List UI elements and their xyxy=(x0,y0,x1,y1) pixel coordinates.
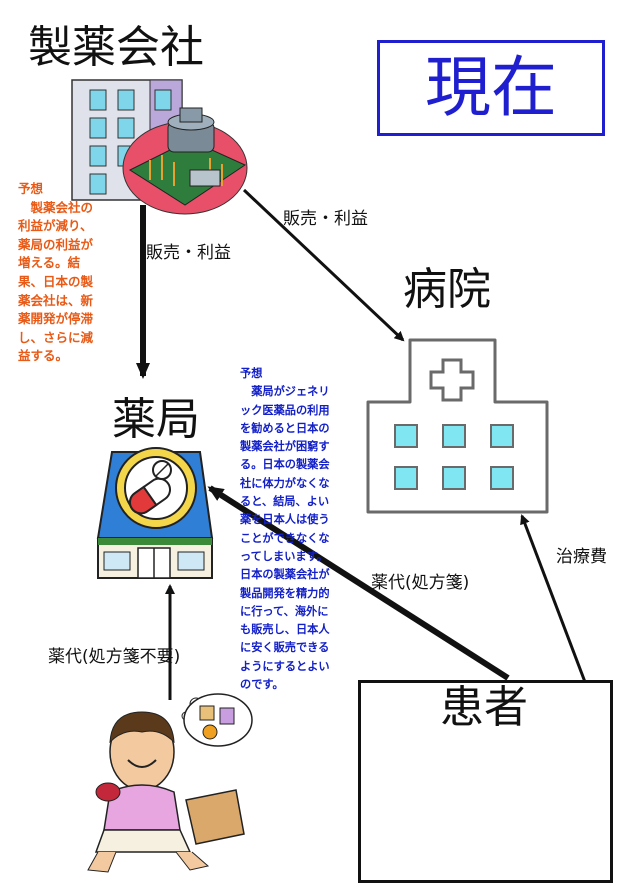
note-line: る。日本の製薬会 xyxy=(240,458,330,472)
edge-label-patient-to-pharmacy: 薬代(処方箋) xyxy=(371,573,470,593)
factory-icon xyxy=(122,107,248,215)
note-line: し、さらに減 xyxy=(18,329,94,345)
note-line: ると、結局、よい xyxy=(240,495,330,509)
edge-label-customer-to-pharmacy: 薬代(処方箋不要) xyxy=(48,647,181,667)
note-line: も販売し、日本人 xyxy=(240,623,330,637)
note-line: に行って、海外に xyxy=(240,604,329,618)
arrow-patient-to-pharmacy xyxy=(207,485,510,681)
note-line: のです。 xyxy=(240,678,284,692)
shopper-person-icon xyxy=(87,693,253,873)
arrow-patient-to-hospital xyxy=(520,514,587,683)
arrow-company-to-hospital xyxy=(242,188,405,342)
note-line: 利益が減り、 xyxy=(18,218,93,234)
edge-label-patient-to-hospital: 治療費 xyxy=(556,547,607,567)
node-label-pharma-company: 製薬会社 xyxy=(28,22,204,73)
note-line: ってしまいます。 xyxy=(240,549,328,563)
note-line: 薬開発が停滞 xyxy=(18,311,94,327)
note-line: ック医薬品の利用 xyxy=(240,403,330,417)
note-line: ようにするとよい xyxy=(240,659,330,673)
note-line: 果、日本の製 xyxy=(18,273,94,289)
note-line: ことができなくな xyxy=(240,531,330,545)
patient-box xyxy=(358,680,613,883)
edge-label-company-to-pharmacy: 販売・利益 xyxy=(146,243,231,263)
edge-label-company-to-hospital: 販売・利益 xyxy=(283,209,368,229)
node-label-patient: 患者 xyxy=(440,682,528,733)
node-label-pharmacy: 薬局 xyxy=(112,394,200,445)
note-line: 製品開発を精力的 xyxy=(240,586,330,600)
note-line: 予想 xyxy=(18,181,44,196)
note-line: 製薬会社の xyxy=(18,199,94,215)
note-line: を勧めると日本の xyxy=(240,421,330,435)
note-line: 益する。 xyxy=(18,348,69,364)
note-line: 薬会社は、新 xyxy=(18,292,94,308)
note-line: 薬を日本人は使う xyxy=(240,513,330,527)
current-title: 現在 xyxy=(425,49,557,126)
note-line: 薬局の利益が xyxy=(18,236,94,252)
prediction-note-red: 予想 製薬会社の 利益が減り、 薬局の利益が 増える。結 果、日本の製 薬会社は… xyxy=(18,180,140,366)
hospital-building-icon xyxy=(366,338,549,514)
pill-capsule-icon xyxy=(115,447,197,529)
note-line: 増える。結 xyxy=(18,255,81,271)
note-line: 製薬会社が困窮す xyxy=(240,440,330,454)
note-line: 予想 xyxy=(240,367,263,380)
prediction-note-blue: 予想 薬局がジェネリ ック医薬品の利用 を勧めると日本の 製薬会社が困窮す る。… xyxy=(240,365,356,694)
note-line: 薬局がジェネリ xyxy=(240,385,330,399)
node-label-hospital: 病院 xyxy=(403,264,491,315)
current-title-box xyxy=(377,40,605,136)
note-line: 日本の製薬会社が xyxy=(240,568,330,582)
note-line: 社に体力がなくな xyxy=(240,476,330,490)
note-line: に安く販売できる xyxy=(240,641,330,655)
